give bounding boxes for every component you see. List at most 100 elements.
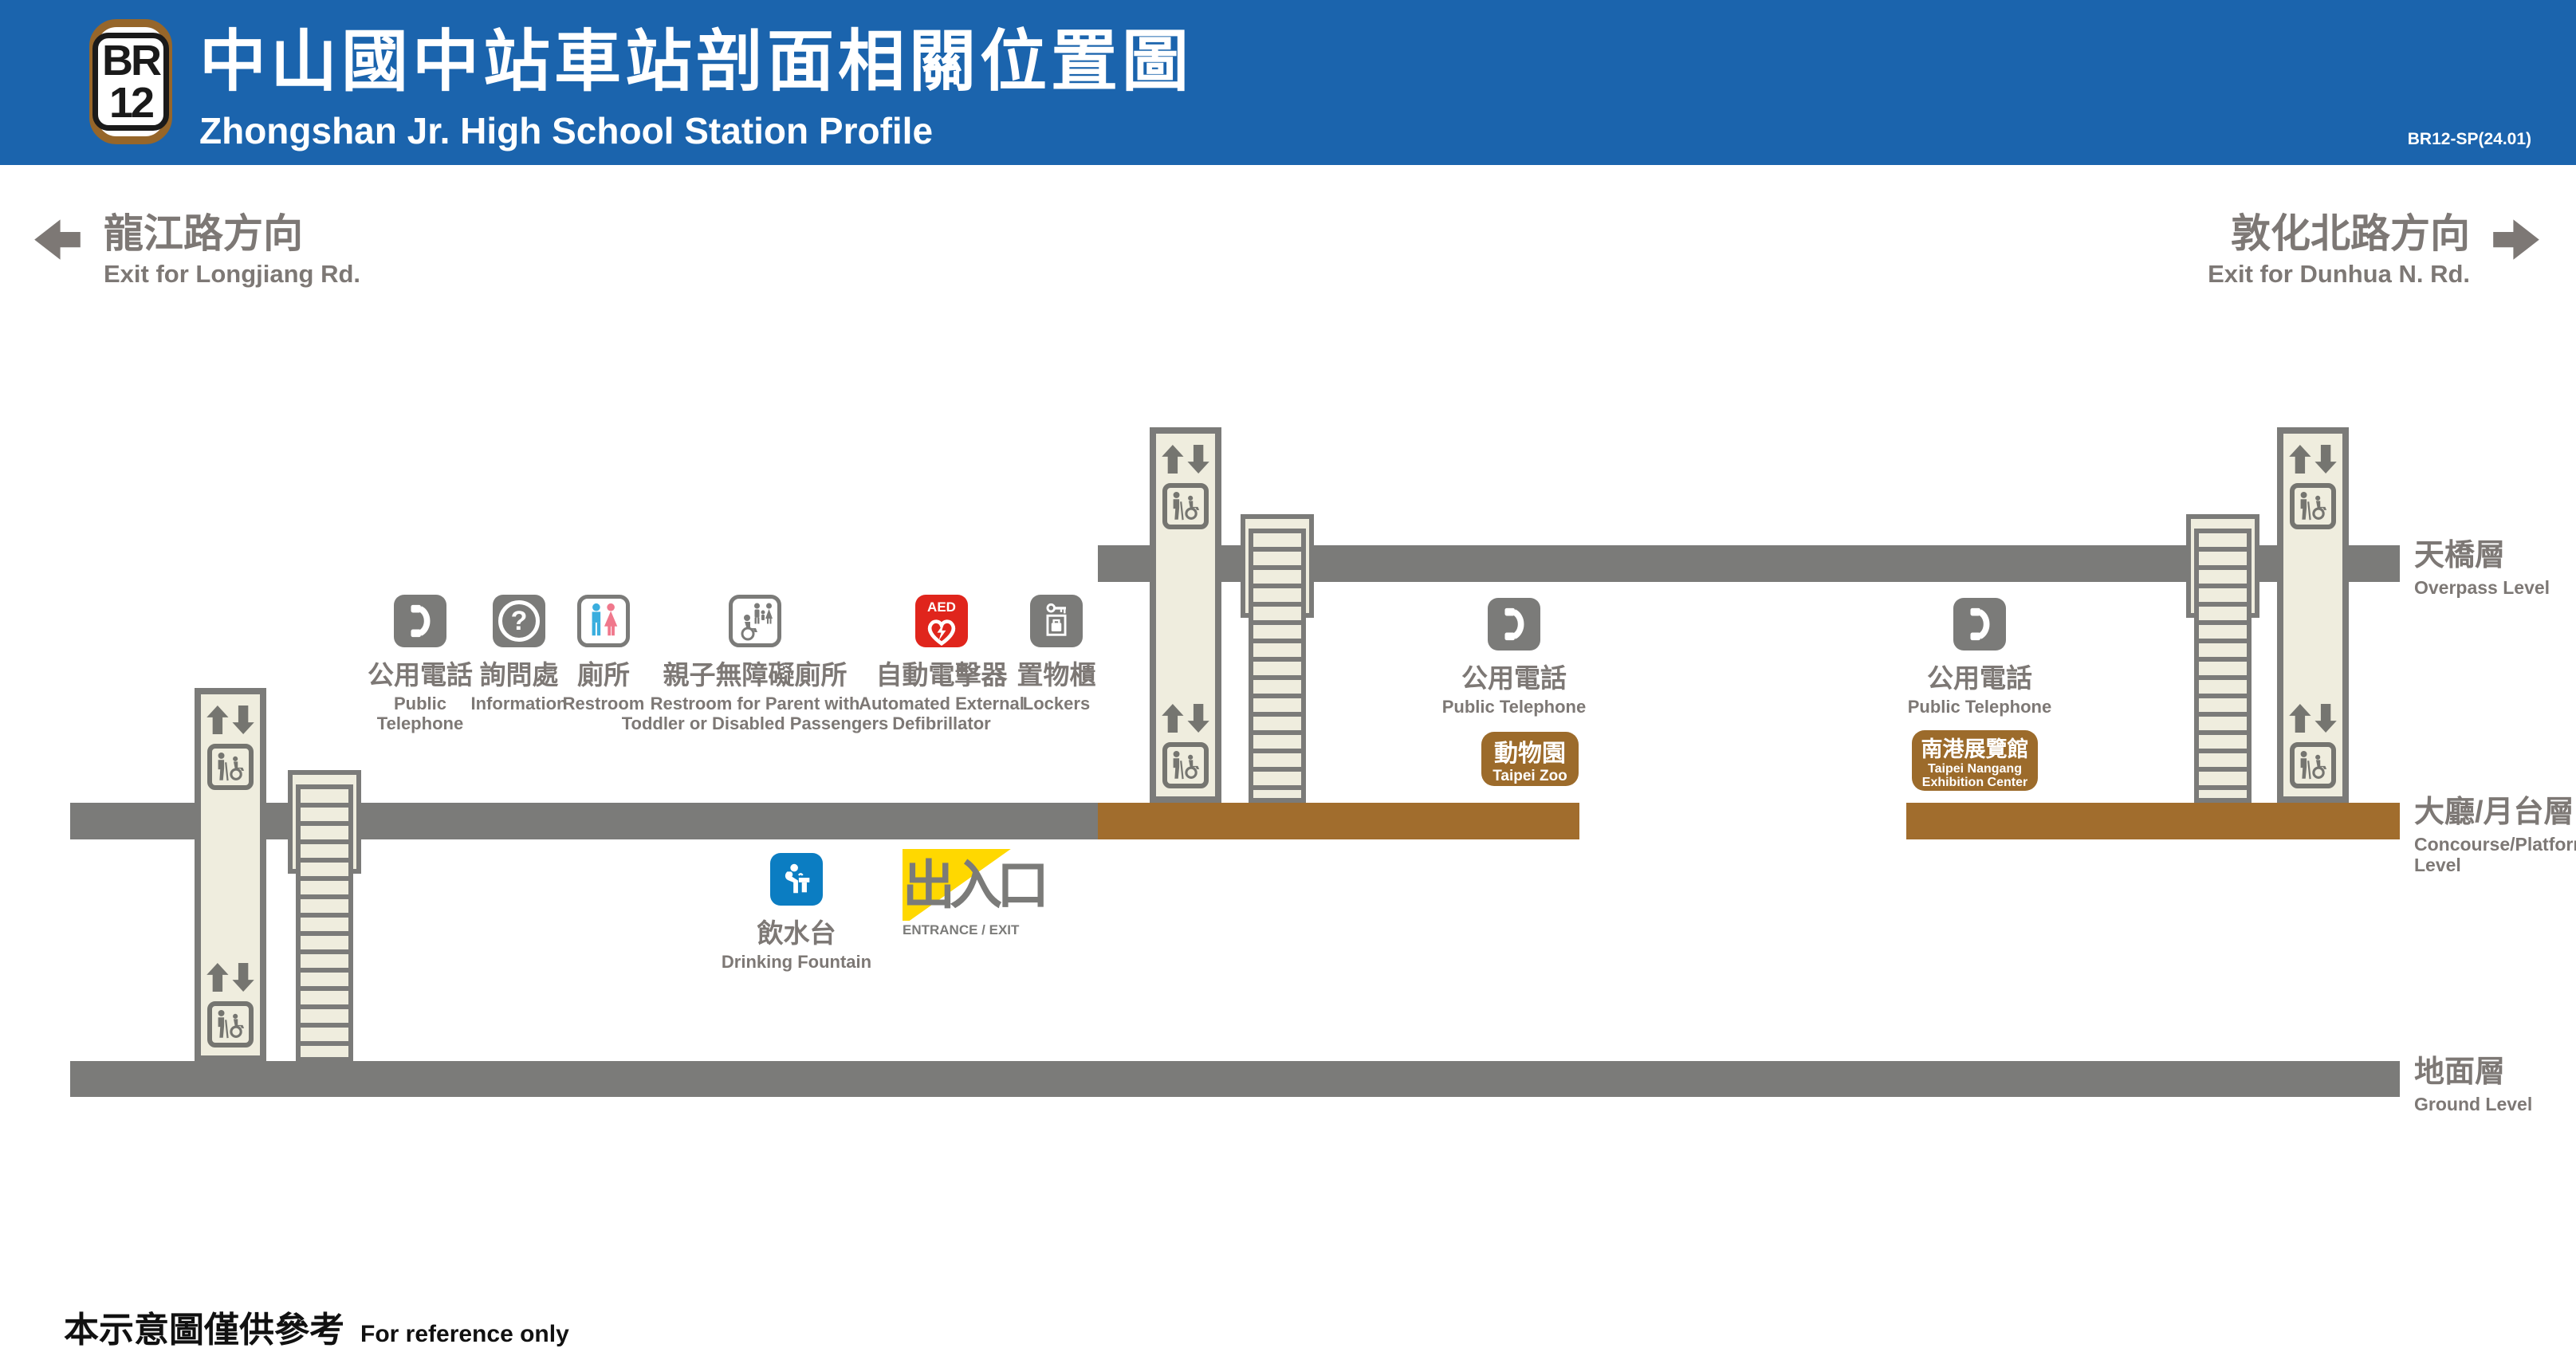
nangang-sign-en-line1: Taipei Nangang <box>1928 761 2022 776</box>
direction-left-en: Exit for Longjiang Rd. <box>104 260 361 288</box>
badge-line-code: BR <box>102 36 162 85</box>
level-overpass-zh: 天橋層 <box>2414 539 2506 572</box>
zoo-sign-zh: 動物園 <box>1494 741 1566 768</box>
direction-right-text: 敦化北路方向 Exit for Dunhua N. Rd. <box>2208 214 2470 286</box>
facility-restroom: 廁所 Restroom <box>484 595 723 714</box>
elevator-center-top-signs <box>1161 442 1210 529</box>
elevator-accessibility-icon <box>2290 483 2336 529</box>
direction-right: 敦化北路方向 Exit for Dunhua N. Rd. <box>2208 214 2540 286</box>
elevator-accessibility-icon <box>2290 742 2336 788</box>
elevator-accessibility-icon <box>207 744 254 790</box>
stairs-right <box>2194 529 2252 803</box>
facility-label-zh: 詢問處 <box>479 660 559 690</box>
facility-label-en: Information <box>470 694 568 713</box>
page-title-en: Zhongshan Jr. High School Station Profil… <box>199 110 934 151</box>
elevator-right-top-signs <box>2288 442 2338 529</box>
title-block: 中山國中站車站剖面相關位置圖 Zhongshan Jr. High School… <box>199 8 1193 152</box>
header: BR 12 中山國中站車站剖面相關位置圖 Zhongshan Jr. High … <box>0 0 2576 165</box>
facility-label-zh: 公用電話 <box>1927 663 2032 693</box>
direction-right-zh: 敦化北路方向 <box>2231 211 2470 256</box>
elevator-right-bottom-signs <box>2288 701 2338 788</box>
public-telephone-icon <box>1488 598 1540 650</box>
page-title-zh: 中山國中站車站剖面相關位置圖 <box>199 24 1194 99</box>
facility-label-zh: 公用電話 <box>368 660 473 690</box>
facility-label-zh: 廁所 <box>577 660 630 690</box>
facility-public-telephone-1: 公用電話 Public Telephone <box>301 595 540 733</box>
facility-label-en: Public Telephone <box>1907 697 2052 717</box>
stairs-center <box>1249 529 1306 803</box>
elevator-left <box>195 688 266 1062</box>
level-ground-zh: 地面層 <box>2414 1055 2506 1089</box>
elevator-right <box>2277 427 2349 803</box>
arrow-right-icon <box>2493 219 2539 260</box>
restroom-icon <box>577 595 630 647</box>
elevator-accessibility-icon <box>207 1001 254 1047</box>
facility-label-en: Automated External Defibrillator <box>859 694 1025 733</box>
level-label-ground: 地面層 Ground Level <box>2414 1055 2533 1114</box>
entrance-exit-zh: 出入口 <box>903 855 1049 914</box>
destination-sign-taipei-zoo: 動物園 Taipei Zoo <box>1481 732 1579 786</box>
station-code-badge: BR 12 <box>89 19 172 144</box>
information-icon: ? <box>493 595 545 647</box>
facility-label-zh: 置物櫃 <box>1017 660 1096 690</box>
elevator-updown-arrows-icon <box>206 963 254 992</box>
entrance-exit-en: ENTRANCE / EXIT <box>903 922 1020 937</box>
overpass-level-bar <box>1098 545 2400 582</box>
elevator-accessibility-icon <box>1162 742 1209 788</box>
level-label-concourse: 大廳/月台層 Concourse/Platform Level <box>2414 796 2576 876</box>
facility-label-en: Lockers <box>1022 694 1091 713</box>
elevator-left-bottom-signs <box>206 960 255 1047</box>
facility-label-en: Restroom for Parent with Toddler or Disa… <box>621 694 889 733</box>
facility-family-accessible-restroom: 親子無障礙廁所 Restroom for Parent with Toddler… <box>572 595 938 733</box>
nangang-sign-zh: 南港展覽館 <box>1921 737 2029 761</box>
direction-left-text: 龍江路方向 Exit for Longjiang Rd. <box>104 214 360 286</box>
facility-label-en: Drinking Fountain <box>721 952 872 972</box>
facility-label-zh: 公用電話 <box>1461 663 1567 693</box>
elevator-updown-arrows-icon <box>1162 704 1209 733</box>
elevator-center-bottom-signs <box>1161 701 1210 788</box>
elevator-updown-arrows-icon <box>1162 445 1209 474</box>
facility-label-zh: 飲水台 <box>757 918 836 948</box>
footer-note-en: For reference only <box>360 1321 569 1347</box>
level-label-overpass: 天橋層 Overpass Level <box>2414 540 2550 598</box>
facility-label-en: Public Telephone <box>1441 697 1587 717</box>
elevator-left-top-signs <box>206 702 255 790</box>
footer-note-zh: 本示意圖僅供參考 <box>64 1311 344 1350</box>
direction-left-zh: 龍江路方向 <box>104 211 303 256</box>
facility-public-telephone-3: 公用電話 Public Telephone <box>1860 598 2099 717</box>
facility-drinking-fountain: 飲水台 Drinking Fountain <box>677 853 916 973</box>
badge-station-number: 12 <box>108 78 155 127</box>
facility-aed: AED 自動電擊器 Automated External Defibrillat… <box>822 595 1061 733</box>
level-concourse-zh: 大廳/月台層 <box>2414 796 2574 829</box>
aed-icon: AED <box>915 595 968 647</box>
direction-left: 龍江路方向 Exit for Longjiang Rd. <box>33 214 360 286</box>
facility-label-en: Restroom <box>562 694 645 713</box>
footer-note: 本示意圖僅供參考 For reference only <box>64 1301 569 1352</box>
elevator-updown-arrows-icon <box>2289 704 2337 733</box>
ground-level-bar <box>70 1061 2400 1097</box>
stairs-left <box>296 784 353 1062</box>
level-ground-en: Ground Level <box>2414 1093 2533 1114</box>
concourse-level-bar-brown-right <box>1906 803 2400 839</box>
elevator-center <box>1150 427 1221 803</box>
facility-label-zh: 自動電擊器 <box>875 660 1008 690</box>
arrow-left-icon <box>34 219 81 260</box>
drinking-fountain-icon <box>770 853 823 906</box>
entrance-exit-sign-box: 出入口 <box>903 849 1049 921</box>
elevator-updown-arrows-icon <box>206 706 254 734</box>
zoo-sign-en: Taipei Zoo <box>1493 768 1567 785</box>
diagram-code: BR12-SP(24.01) <box>2407 130 2531 148</box>
destination-sign-nangang-exhibition: 南港展覽館 Taipei Nangang Exhibition Center <box>1912 730 2038 791</box>
station-code-badge-inner: BR 12 <box>92 32 169 132</box>
facility-information: ? 詢問處 Information <box>399 595 639 714</box>
family-accessible-restroom-icon <box>729 595 781 647</box>
public-telephone-icon <box>394 595 446 647</box>
facility-public-telephone-2: 公用電話 Public Telephone <box>1394 598 1634 717</box>
facility-label-zh: 親子無障礙廁所 <box>663 660 848 690</box>
elevator-accessibility-icon <box>1162 483 1209 529</box>
lockers-icon <box>1030 595 1083 647</box>
concourse-level-bar-brown-center <box>1098 803 1579 839</box>
facility-label-en: Public Telephone <box>376 694 464 733</box>
direction-right-en: Exit for Dunhua N. Rd. <box>2208 260 2470 288</box>
nangang-sign-en-line2: Exhibition Center <box>1921 775 2028 789</box>
